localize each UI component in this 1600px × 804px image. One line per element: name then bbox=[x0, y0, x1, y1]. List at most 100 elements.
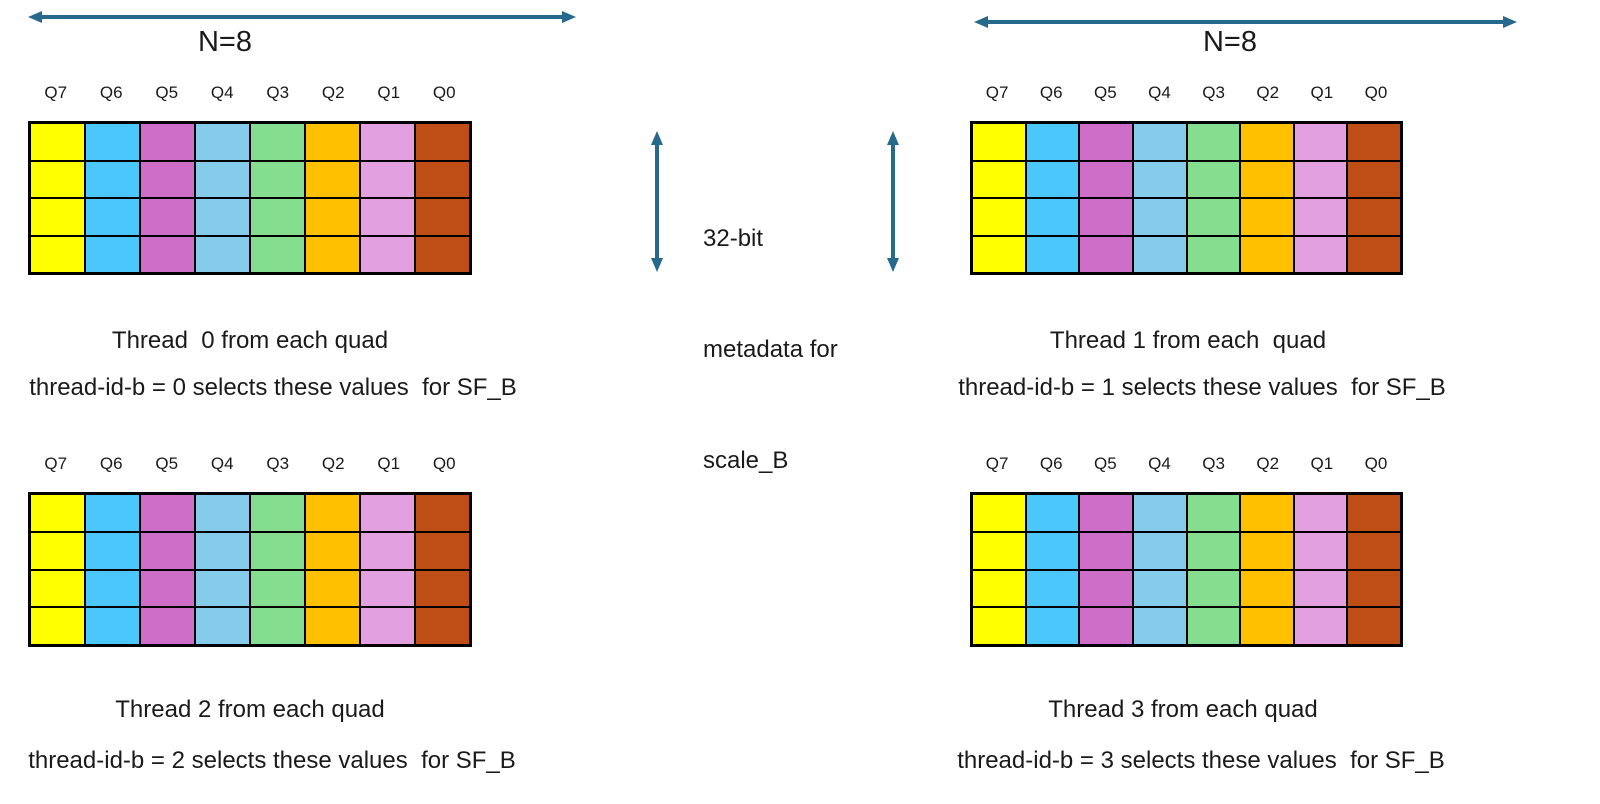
metadata-grid-thread0 bbox=[28, 121, 472, 275]
cell-q4-row2 bbox=[195, 569, 250, 608]
cell-q5-row3 bbox=[1079, 235, 1133, 273]
cell-q5-row3 bbox=[140, 607, 195, 645]
cell-q2-row1 bbox=[305, 160, 360, 198]
metadata-height-arrow-right bbox=[887, 131, 899, 272]
cell-q0-row1 bbox=[1347, 160, 1401, 198]
cell-q2-row1 bbox=[1240, 531, 1294, 570]
cell-q6-row3 bbox=[85, 607, 140, 645]
cell-q4-row2 bbox=[195, 198, 250, 236]
quad-label-q6: Q6 bbox=[1039, 83, 1063, 102]
quad-label-q0: Q0 bbox=[1364, 83, 1388, 102]
quad-label-q7: Q7 bbox=[985, 83, 1009, 102]
cell-q0-row2 bbox=[415, 569, 470, 608]
cell-q5-row1 bbox=[1079, 531, 1133, 570]
n8-span-arrow bbox=[974, 16, 1517, 28]
cell-q2-row0 bbox=[1240, 494, 1294, 532]
quad-label-q4: Q4 bbox=[210, 83, 234, 102]
cell-q7-row1 bbox=[972, 531, 1026, 570]
cell-q1-row1 bbox=[1293, 531, 1348, 570]
metadata-grid-thread1 bbox=[970, 121, 1403, 275]
cell-q3-row2 bbox=[1186, 198, 1241, 236]
cell-q2-row2 bbox=[1240, 198, 1294, 236]
quad-label-q7: Q7 bbox=[985, 454, 1009, 473]
cell-q7-row2 bbox=[30, 198, 85, 236]
cell-q5-row2 bbox=[140, 198, 195, 236]
cell-q3-row2 bbox=[1186, 569, 1241, 608]
cell-q1-row3 bbox=[1293, 235, 1348, 273]
cell-q7-row1 bbox=[30, 160, 85, 198]
cell-q4-row3 bbox=[1132, 235, 1187, 273]
cell-q4-row0 bbox=[195, 123, 250, 161]
caption-thread0: Thread 0 from each quad bbox=[111, 327, 389, 354]
cell-q3-row3 bbox=[250, 607, 305, 645]
cell-q0-row3 bbox=[415, 607, 470, 645]
quad-label-q1: Q1 bbox=[1310, 83, 1334, 102]
metadata-grid-thread2 bbox=[28, 492, 472, 647]
cell-q0-row0 bbox=[1347, 123, 1401, 161]
quad-label-q0: Q0 bbox=[432, 454, 456, 473]
cell-q1-row2 bbox=[360, 198, 415, 236]
cell-q2-row1 bbox=[305, 531, 360, 570]
cell-q7-row1 bbox=[30, 531, 85, 570]
metadata-note-line3: scale_B bbox=[703, 447, 789, 474]
quad-label-q0: Q0 bbox=[1364, 454, 1388, 473]
cell-q1-row0 bbox=[360, 123, 415, 161]
cell-q1-row2 bbox=[360, 569, 415, 608]
cell-q2-row1 bbox=[1240, 160, 1294, 198]
metadata-note-line1: 32-bit bbox=[703, 225, 764, 252]
metadata-note: 32-bit metadata for scale_B bbox=[703, 146, 838, 553]
cell-q2-row3 bbox=[1240, 607, 1294, 645]
quad-label-q3: Q3 bbox=[1202, 454, 1225, 473]
n8-span-arrow bbox=[28, 11, 576, 23]
cell-q6-row1 bbox=[85, 160, 140, 198]
cell-q6-row3 bbox=[85, 235, 140, 273]
cell-q6-row3 bbox=[1025, 235, 1080, 273]
cell-q1-row3 bbox=[360, 607, 415, 645]
cell-q1-row1 bbox=[360, 160, 415, 198]
quad-label-q4: Q4 bbox=[1148, 454, 1171, 473]
caption-thread3-selection: thread-id-b = 3 selects these values for… bbox=[957, 747, 1445, 774]
cell-q2-row0 bbox=[1240, 123, 1294, 161]
quad-label-q1: Q1 bbox=[377, 83, 401, 102]
cell-q7-row2 bbox=[30, 569, 85, 608]
n8-label: N=8 bbox=[1202, 26, 1257, 58]
cell-q0-row1 bbox=[415, 531, 470, 570]
cell-q0-row1 bbox=[415, 160, 470, 198]
cell-q1-row0 bbox=[1293, 494, 1348, 532]
cell-q1-row3 bbox=[360, 235, 415, 273]
cell-q3-row2 bbox=[250, 569, 305, 608]
quad-label-q4: Q4 bbox=[210, 454, 234, 473]
cell-q0-row2 bbox=[1347, 569, 1401, 608]
cell-q7-row0 bbox=[30, 494, 85, 532]
quad-label-q2: Q2 bbox=[1256, 454, 1280, 473]
cell-q5-row3 bbox=[1079, 607, 1133, 645]
cell-q3-row3 bbox=[1186, 235, 1241, 273]
cell-q0-row3 bbox=[1347, 607, 1401, 645]
cell-q6-row3 bbox=[1025, 607, 1080, 645]
cell-q0-row0 bbox=[1347, 494, 1401, 532]
cell-q1-row2 bbox=[1293, 198, 1348, 236]
cell-q5-row2 bbox=[1079, 198, 1133, 236]
cell-q6-row2 bbox=[85, 569, 140, 608]
cell-q6-row0 bbox=[1025, 494, 1080, 532]
caption-thread1: Thread 1 from each quad bbox=[1049, 327, 1327, 354]
cell-q5-row1 bbox=[140, 160, 195, 198]
cell-q1-row1 bbox=[1293, 160, 1348, 198]
cell-q7-row3 bbox=[30, 235, 85, 273]
cell-q0-row3 bbox=[1347, 235, 1401, 273]
cell-q4-row0 bbox=[195, 494, 250, 532]
cell-q4-row2 bbox=[1132, 569, 1187, 608]
cell-q5-row2 bbox=[140, 569, 195, 608]
n8-label: N=8 bbox=[197, 26, 252, 58]
cell-q3-row0 bbox=[1186, 494, 1241, 532]
cell-q2-row2 bbox=[305, 569, 360, 608]
cell-q4-row3 bbox=[195, 607, 250, 645]
cell-q4-row0 bbox=[1132, 123, 1187, 161]
cell-q1-row1 bbox=[360, 531, 415, 570]
caption-thread0-selection: thread-id-b = 0 selects these values for… bbox=[29, 374, 517, 401]
cell-q1-row0 bbox=[360, 494, 415, 532]
